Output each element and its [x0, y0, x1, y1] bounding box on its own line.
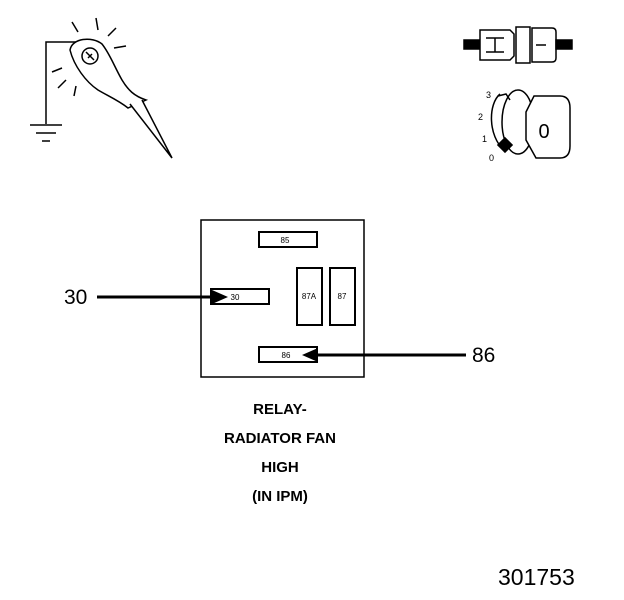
relay-pin-87: [329, 267, 356, 326]
caption-line-1: RELAY-: [253, 401, 307, 418]
callout-label-30: 30: [64, 286, 88, 309]
caption-line-2: RADIATOR FAN: [224, 430, 336, 447]
test-light-probe-icon: [30, 17, 173, 159]
pin-87a-label: 87A: [302, 292, 317, 301]
ignition-key-label: 0: [538, 121, 549, 143]
caption-line-4: (IN IPM): [252, 488, 308, 505]
figure-id: 301753: [498, 564, 575, 590]
relay-pin-85: [258, 231, 318, 248]
pin-87-label: 87: [338, 292, 347, 301]
ground-symbol-icon: [30, 124, 62, 142]
ignition-position-3: 3: [486, 90, 491, 100]
ignition-position-2: 2: [478, 112, 483, 122]
caption-line-3: HIGH: [261, 459, 299, 476]
connector-icon: [463, 26, 573, 64]
relay-body: [200, 219, 365, 378]
pin-30-label: 30: [231, 293, 240, 302]
ignition-position-0: 0: [489, 153, 494, 163]
ignition-position-1: 1: [482, 134, 487, 144]
pin-86-label: 86: [282, 351, 291, 360]
ignition-key-icon: 0 3 2 1 0: [478, 89, 571, 163]
pin-85-label: 85: [281, 236, 290, 245]
figure-caption: RELAY- RADIATOR FAN HIGH (IN IPM): [180, 395, 380, 511]
relay-pin-87a: [296, 267, 323, 326]
callout-arrow-30: [97, 290, 228, 304]
callout-label-86: 86: [472, 344, 496, 367]
callout-arrow-86: [302, 348, 466, 362]
